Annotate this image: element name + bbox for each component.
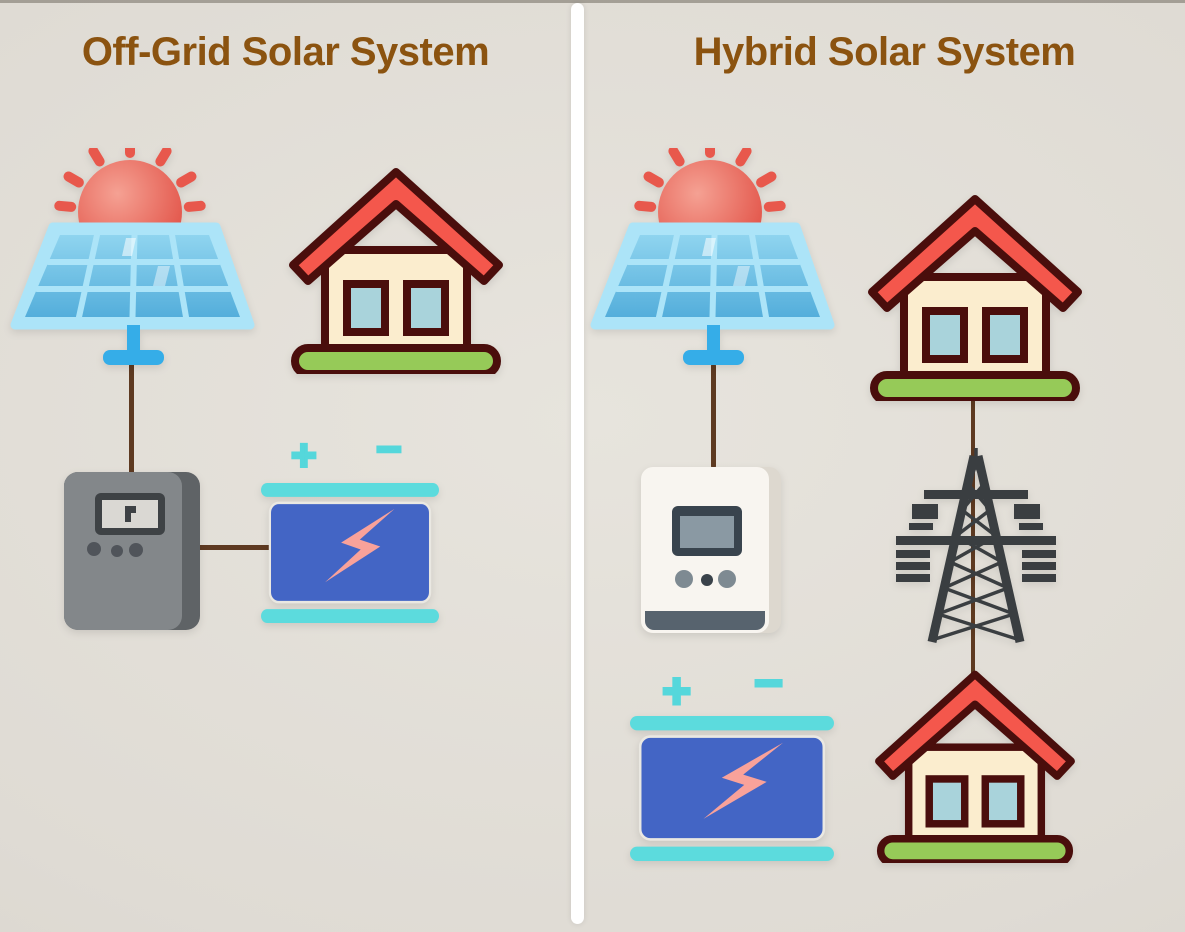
- window-icon: [982, 307, 1028, 363]
- lightning-bolt-icon: [325, 508, 395, 583]
- roof: [289, 168, 503, 285]
- charge-controller-icon: [64, 472, 200, 630]
- roof: [868, 195, 1082, 312]
- off-grid-title: Off-Grid Solar System: [81, 30, 490, 74]
- battery-plus-label: +: [290, 431, 319, 480]
- window-icon: [925, 775, 969, 828]
- window-icon: [403, 280, 449, 336]
- window-icon: [981, 775, 1025, 828]
- ground: [876, 834, 1074, 863]
- inverter-buttons: [675, 570, 736, 588]
- window-icon: [343, 280, 389, 336]
- panel-grid: [10, 222, 255, 330]
- battery-plus-label: +: [660, 663, 692, 719]
- house-icon: [289, 168, 503, 374]
- panel-stand: [683, 325, 744, 365]
- wire-house-to-grid-house: [971, 394, 975, 676]
- inverter-icon: [641, 467, 781, 633]
- lightning-bolt-icon: [703, 742, 783, 819]
- ground: [291, 344, 501, 374]
- inverter-screen: [680, 516, 734, 548]
- hybrid-title: Hybrid Solar System: [693, 30, 1076, 74]
- wire-panel-to-controller: [129, 358, 134, 476]
- house-icon: [868, 195, 1082, 401]
- panel-divider: [571, 3, 584, 924]
- house-icon: [875, 670, 1075, 863]
- wire-panel-to-inverter: [711, 364, 716, 468]
- screen-glyph: [125, 506, 136, 522]
- grid-tower-icon: [896, 448, 1056, 643]
- panel-stand: [103, 325, 164, 365]
- window-icon: [922, 307, 968, 363]
- solar-panel-icon: [590, 148, 835, 365]
- ground: [870, 371, 1080, 401]
- top-border: [0, 0, 1185, 3]
- controller-buttons: [87, 542, 143, 557]
- wire-controller-to-battery: [196, 545, 272, 550]
- battery-icon: [261, 483, 439, 623]
- battery-icon: [630, 716, 834, 861]
- panel-grid: [590, 222, 835, 330]
- roof: [875, 670, 1075, 780]
- battery-minus-label: −: [752, 655, 784, 711]
- solar-panel-icon: [10, 148, 255, 365]
- battery-minus-label: −: [375, 425, 404, 474]
